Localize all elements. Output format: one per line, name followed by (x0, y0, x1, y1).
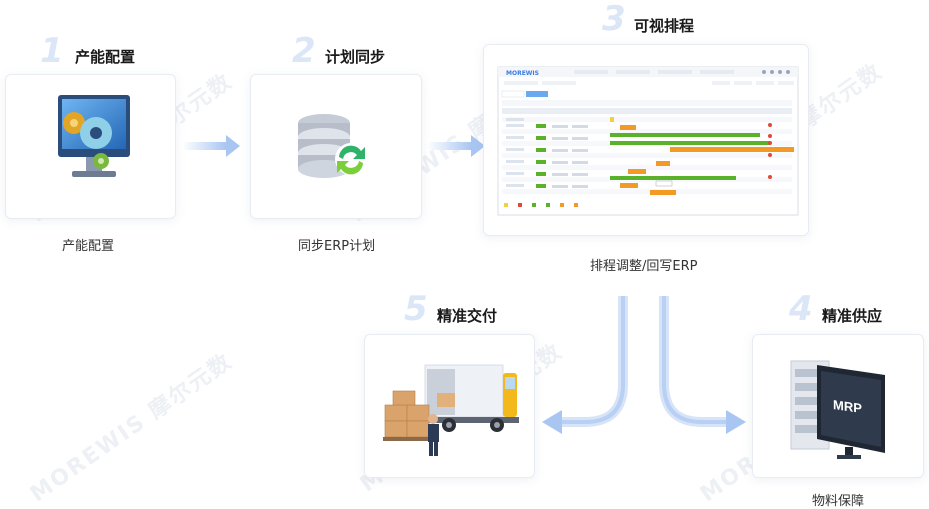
svg-text:MOREWIS: MOREWIS (506, 70, 539, 77)
curved-arrow-left-icon (542, 296, 628, 434)
step-number-5: 5 (404, 289, 428, 329)
step-title-4: 精准供应 (822, 307, 883, 325)
arrow-right-icon (182, 135, 240, 157)
delivery-truck-icon (383, 364, 519, 456)
step-caption-3: 排程调整/回写ERP (590, 259, 698, 274)
mrp-server-icon (790, 360, 885, 459)
step-number-3: 3 (602, 0, 626, 39)
step-caption-2: 同步ERP计划 (298, 239, 376, 254)
curved-arrow-right-icon (659, 296, 746, 434)
watermark: MOREWIS 摩尔元数 (26, 348, 238, 508)
step-card-precise-supply: MRP (752, 334, 924, 478)
step-card-capacity-config (5, 74, 176, 219)
step-title-3: 可视排程 (634, 17, 695, 35)
step-title-1: 产能配置 (75, 48, 136, 66)
database-sync-icon (298, 114, 367, 178)
step-caption-1: 产能配置 (62, 239, 115, 254)
computer-gears-icon (58, 95, 130, 177)
step-number-1: 1 (40, 31, 64, 71)
step-number-4: 4 (789, 289, 813, 329)
gantt-schedule-screenshot: MOREWIS (497, 66, 799, 216)
step-card-precise-delivery (364, 334, 535, 478)
step-title-2: 计划同步 (325, 48, 386, 66)
arrow-right-icon (427, 135, 485, 157)
step-title-5: 精准交付 (437, 307, 498, 325)
step-card-visual-scheduling: MOREWIS (483, 44, 809, 236)
step-number-2: 2 (292, 31, 316, 71)
step-caption-4: 物料保障 (812, 494, 865, 509)
step-card-plan-sync (250, 74, 422, 219)
